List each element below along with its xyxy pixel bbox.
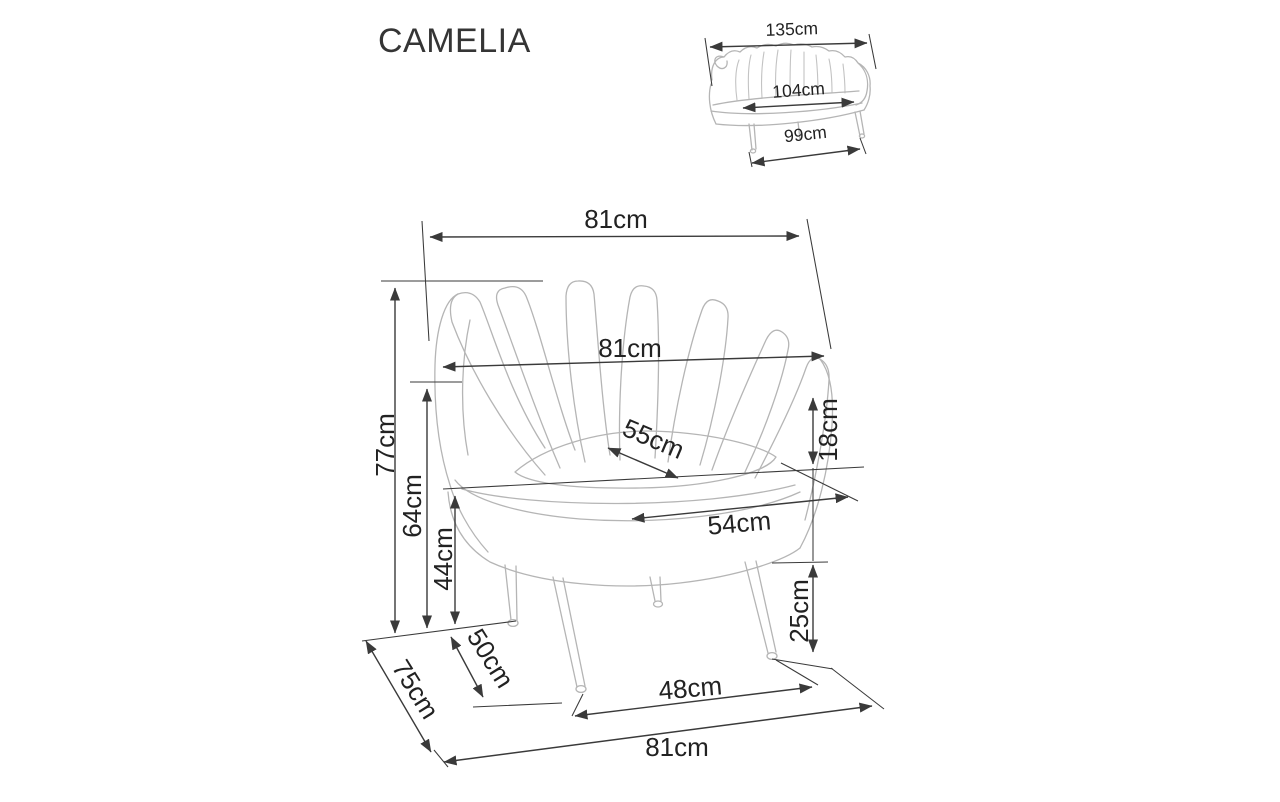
witness-lines (433, 749, 449, 768)
armchair-foot-back-right (652, 600, 664, 608)
dimension-label: 81cm (598, 333, 662, 363)
dimension-label: 54cm (706, 505, 772, 540)
armchair-foot-back-left (507, 618, 519, 628)
dimension-line (631, 493, 849, 523)
witness-lines (442, 466, 865, 490)
dimension-label: 81cm (645, 732, 709, 762)
dimension-overall-depth: 81cm (433, 702, 873, 768)
dimension-seat-width: 54cm (631, 462, 859, 541)
dimension-label: 25cm (784, 579, 814, 643)
dimension-base-depth: 75cm (365, 640, 445, 753)
dimension-total-height: 77cm (370, 280, 543, 634)
dimension-leg-height: 25cm (771, 561, 885, 710)
dimension-top-width: 81cm (421, 204, 832, 350)
sofa-foot-right (858, 133, 866, 139)
dimension-line (365, 640, 432, 753)
dimension-line (607, 447, 679, 479)
dimension-back-width: 81cm (442, 333, 825, 372)
dimension-label: 48cm (657, 670, 723, 705)
dimension-line (443, 702, 873, 766)
sofa-legs (748, 110, 865, 151)
dimension-back-height: 64cm (397, 381, 462, 629)
dimension-label: 81cm (584, 204, 648, 234)
sofa-dimension-overall-width: 135cm (704, 18, 877, 87)
dimension-label: 64cm (397, 474, 427, 538)
dimension-upper-depth: 50cm (450, 623, 520, 698)
dimension-label: 50cm (461, 623, 520, 693)
sofa-dimension-seat-width: 104cm (742, 78, 855, 113)
dimension-line (751, 145, 861, 167)
dimension-line (742, 97, 855, 113)
dimension-label: 18cm (813, 398, 843, 462)
dimension-label: 99cm (783, 122, 828, 146)
armchair-sketch (434, 280, 834, 694)
dimension-line (709, 38, 868, 52)
dimension-line (442, 351, 825, 372)
witness-lines (704, 33, 877, 87)
dimension-line (429, 231, 800, 242)
dimension-line (450, 636, 484, 698)
dimension-label: 44cm (428, 527, 458, 591)
floor-reference-line (361, 620, 517, 642)
witness-lines (771, 561, 885, 710)
sofa-dimension-leg-span: 99cm (748, 122, 867, 168)
sofa-petal-seams (735, 49, 846, 101)
page-title: CAMELIA (378, 22, 531, 60)
armchair-back-petals (449, 280, 830, 521)
dimension-cushion-height: 18cm (808, 397, 843, 561)
armchair-foot-front-left (575, 684, 587, 694)
witness-lines (748, 137, 867, 168)
dimension-front-leg-span: 48cm (472, 659, 819, 720)
dimension-label: 77cm (370, 413, 400, 477)
armchair-foot-front-right (766, 651, 778, 661)
armchair-legs (504, 560, 777, 688)
dimension-label: 135cm (765, 18, 818, 40)
sofa-thumbnail-sketch (708, 42, 871, 154)
sofa-foot-left (749, 148, 757, 154)
dimension-label: 104cm (772, 78, 826, 102)
witness-lines (421, 218, 832, 350)
